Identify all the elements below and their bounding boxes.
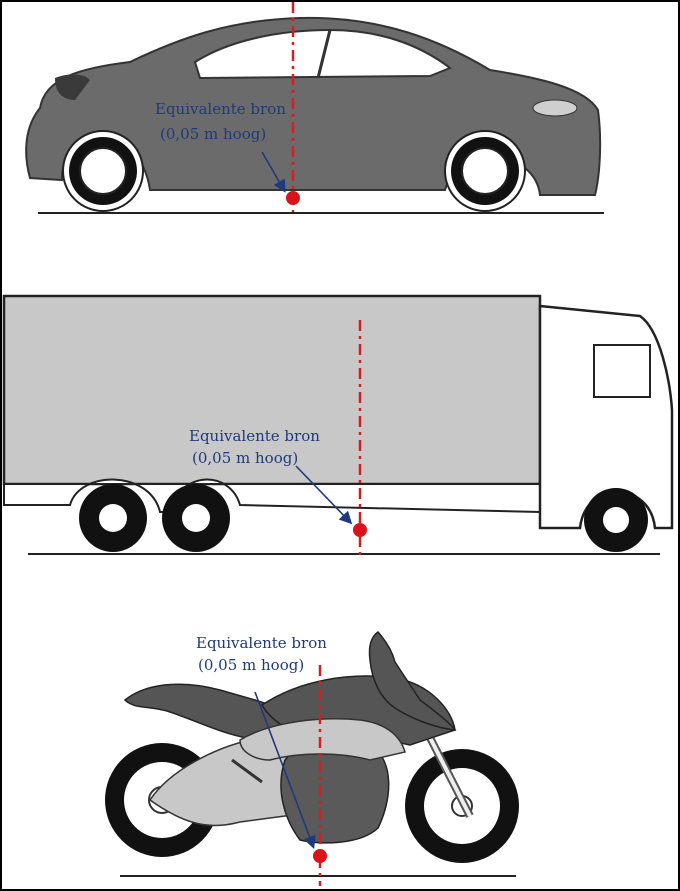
- motorcycle-label-line2: (0,05 m hoog): [198, 656, 304, 674]
- motorcycle-exhaust: [231, 758, 263, 784]
- car-window-pillar: [316, 29, 332, 79]
- car-taillight: [532, 99, 578, 117]
- car-rear-wheel: [444, 130, 526, 212]
- motorcycle-side-fairing: [239, 718, 406, 761]
- truck-wheel-1: [79, 484, 147, 552]
- motorcycle-panel: Equivalente bron (0,05 m hoog): [105, 631, 519, 886]
- car-panel: Equivalente bron (0,05 m hoog): [25, 2, 604, 214]
- car-label-line1: Equivalente bron: [155, 100, 286, 118]
- car-front-wheel: [62, 130, 144, 212]
- motorcycle-label-line1: Equivalente bron: [196, 634, 327, 652]
- truck-source-point: [353, 523, 367, 537]
- car-source-point: [286, 191, 300, 205]
- motorcycle-label-arrow: [254, 691, 316, 849]
- truck-cab-window: [593, 344, 651, 398]
- motorcycle-windscreen: [368, 631, 457, 731]
- car-headlight: [55, 74, 90, 100]
- car-label-line2: (0,05 m hoog): [160, 125, 266, 143]
- truck-label-line2: (0,05 m hoog): [192, 449, 298, 467]
- motorcycle-source-point: [313, 849, 327, 863]
- truck-label-line1: Equivalente bron: [189, 427, 320, 445]
- truck-trailer: [2, 294, 542, 486]
- truck-wheel-3: [584, 488, 648, 552]
- truck-wheel-2: [162, 484, 230, 552]
- truck-panel: Equivalente bron (0,05 m hoog): [2, 294, 674, 560]
- car-label-arrow: [261, 151, 286, 193]
- truck-label-arrow: [295, 465, 353, 525]
